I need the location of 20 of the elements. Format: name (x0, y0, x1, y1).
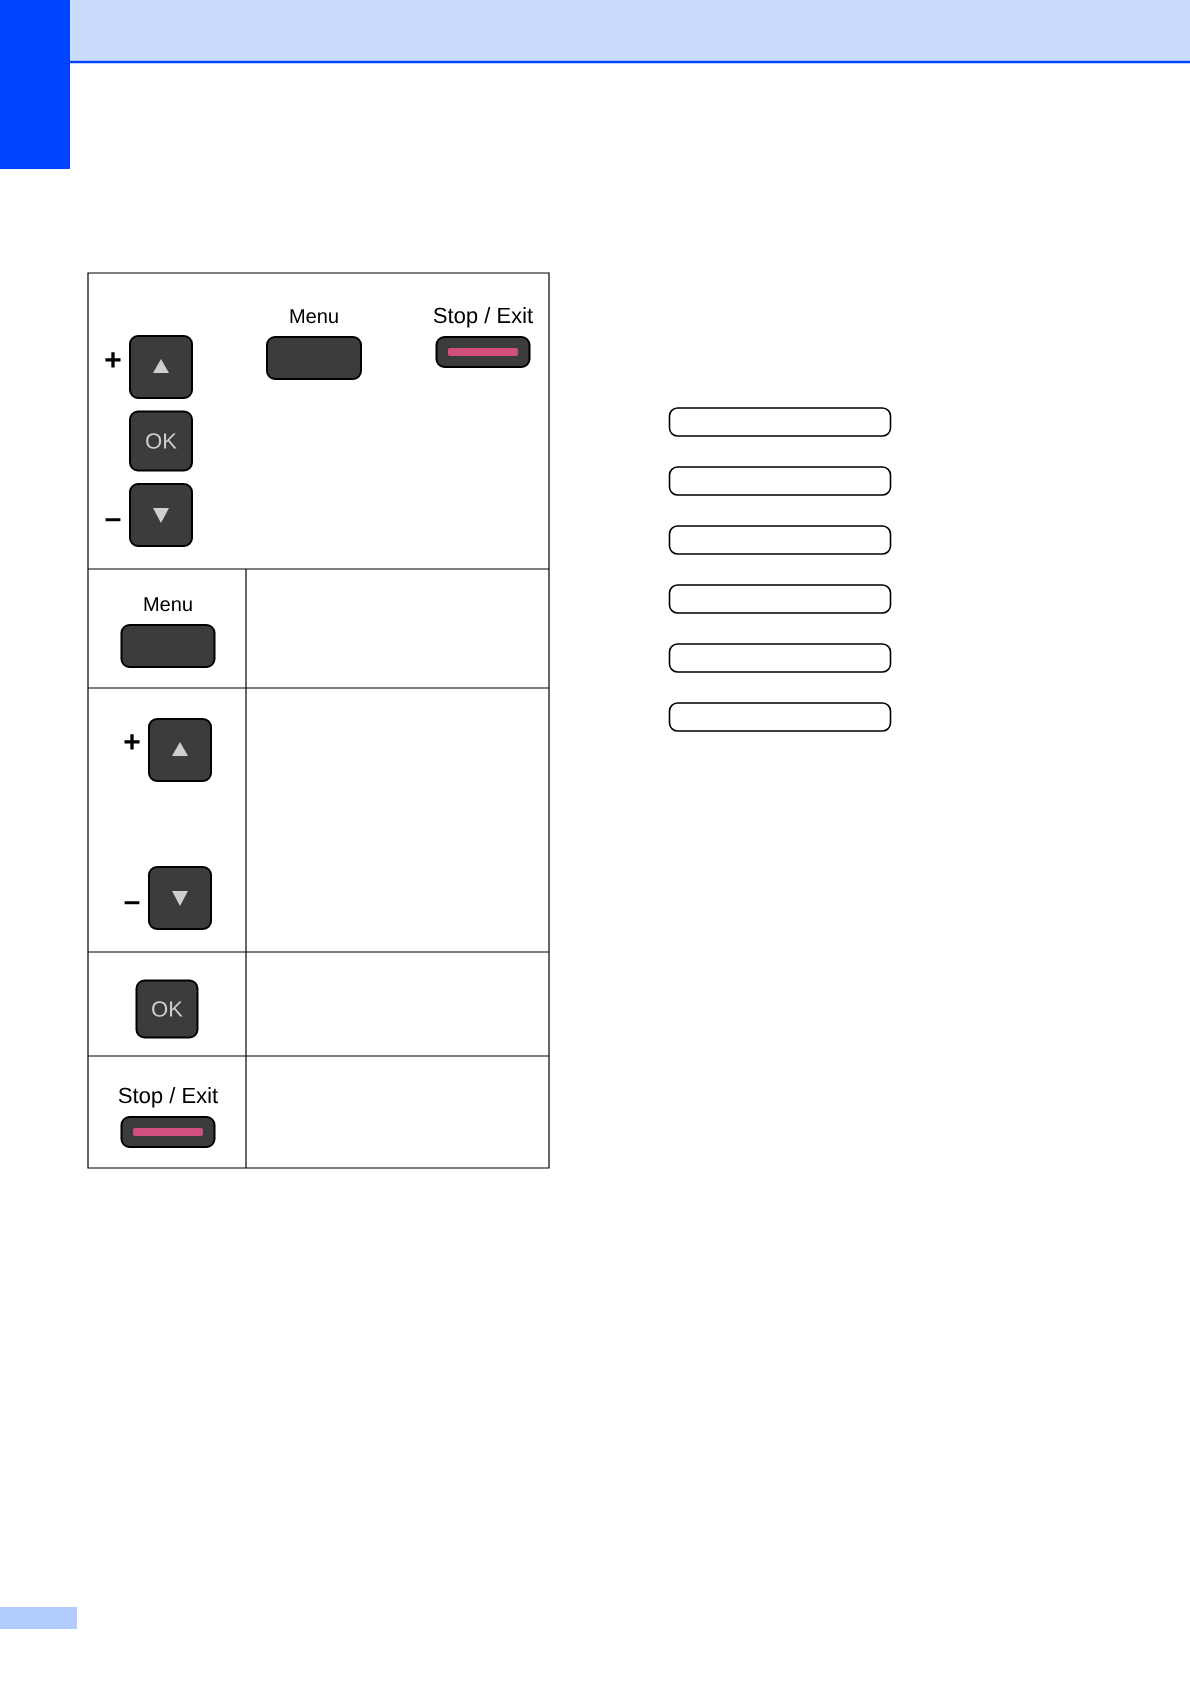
stop-button: Stop / Exit (118, 1087, 218, 1148)
menu-button: Menu (120, 597, 216, 668)
menu-button: Menu (266, 309, 362, 380)
display-field (668, 407, 892, 437)
display-field (668, 702, 892, 732)
ok-button: OK (129, 410, 193, 472)
display-field (668, 525, 892, 555)
stop-button: Stop / Exit (433, 307, 533, 368)
display-field (668, 466, 892, 496)
node-label: Menu (290, 309, 338, 324)
node-label: Stop / Exit (118, 1087, 218, 1108)
plus-sign: + (124, 734, 140, 750)
node-label: Menu (144, 597, 192, 612)
display-field (668, 643, 892, 673)
display-field (668, 584, 892, 614)
plus-sign: + (105, 352, 121, 368)
minus-sign: – (124, 901, 140, 905)
node-label: Stop / Exit (433, 307, 533, 328)
minus-sign: – (105, 518, 121, 522)
ok-button: OK (135, 979, 199, 1039)
